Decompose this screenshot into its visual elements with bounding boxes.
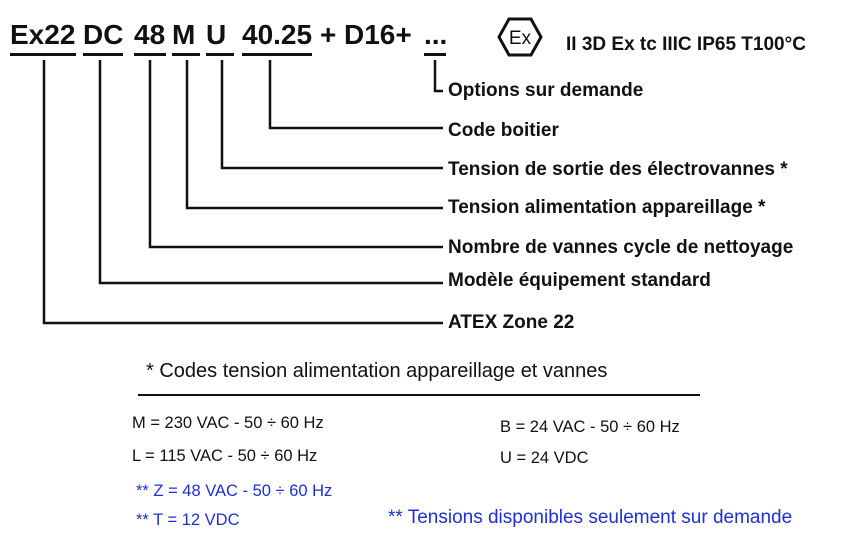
underline-model xyxy=(83,53,123,56)
on-request-note: ** Tensions disponibles seulement sur de… xyxy=(388,507,793,528)
connector-valves xyxy=(148,60,443,249)
atex-marking: II 3D Ex tc IIIC IP65 T100°C xyxy=(566,34,806,55)
notes-title: * Codes tension alimentation appareillag… xyxy=(146,360,608,382)
underline-valves xyxy=(134,53,166,56)
code-supply-voltage: M xyxy=(172,19,196,50)
code-options-more: ... xyxy=(424,19,448,50)
connector-housing xyxy=(268,60,443,130)
code-housing: 40.25 xyxy=(242,19,313,50)
voltage-code-l: L = 115 VAC - 50 ÷ 60 Hz xyxy=(132,447,318,465)
label-housing: Code boitier xyxy=(448,120,559,141)
connector-output-voltage xyxy=(220,60,443,170)
code-plus: + xyxy=(320,19,337,50)
voltage-code-t: ** T = 12 VDC xyxy=(136,511,240,529)
underline-options xyxy=(424,53,446,56)
voltage-code-z: ** Z = 48 VAC - 50 ÷ 60 Hz xyxy=(136,482,333,500)
underline-output xyxy=(206,53,234,56)
voltage-code-b: B = 24 VAC - 50 ÷ 60 Hz xyxy=(500,418,680,436)
underline-housing xyxy=(242,53,312,56)
label-output-voltage: Tension de sortie des électrovannes * xyxy=(448,159,788,180)
code-valves: 48 xyxy=(134,19,166,50)
connector-supply-voltage xyxy=(185,60,443,210)
connector-options xyxy=(433,60,443,93)
underline-atex xyxy=(10,53,76,56)
code-atex: Ex22 xyxy=(10,19,76,50)
label-model: Modèle équipement standard xyxy=(448,270,711,291)
label-supply-voltage: Tension alimentation appareillage * xyxy=(448,197,766,218)
connector-atex xyxy=(42,60,443,325)
svg-text:Ex: Ex xyxy=(509,28,532,49)
connector-model xyxy=(98,60,443,285)
code-output-voltage: U xyxy=(206,19,227,50)
label-valves: Nombre de vannes cycle de nettoyage xyxy=(448,237,794,258)
label-atex: ATEX Zone 22 xyxy=(448,312,575,333)
voltage-code-u: U = 24 VDC xyxy=(500,449,589,467)
code-model: DC xyxy=(83,19,124,50)
voltage-code-m: M = 230 VAC - 50 ÷ 60 Hz xyxy=(132,414,324,432)
label-options: Options sur demande xyxy=(448,80,644,101)
notes-divider xyxy=(138,394,700,396)
code-option: D16+ xyxy=(344,19,412,50)
underline-supply xyxy=(172,53,200,56)
ex-atex-hexagon-icon: Ex xyxy=(497,17,543,62)
